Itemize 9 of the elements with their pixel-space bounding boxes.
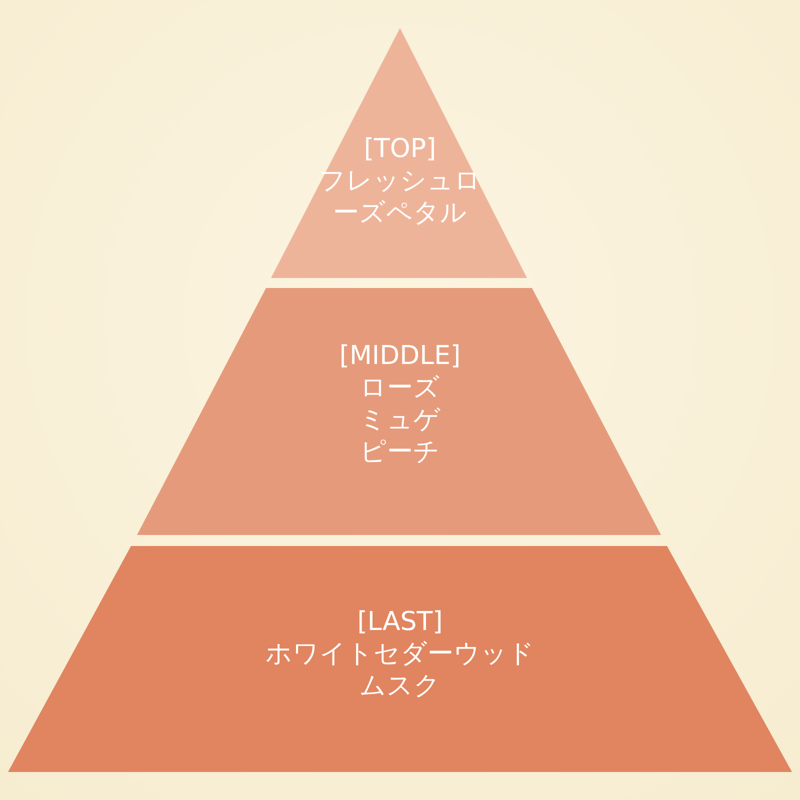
note-text: ホワイトセダーウッド — [266, 638, 534, 670]
note-text: フレッシュローズペタル — [318, 165, 482, 229]
note-text: ローズ — [360, 372, 440, 404]
tier-heading: [MIDDLE] — [339, 340, 461, 372]
note-text: ムスク — [360, 670, 440, 702]
note-text: ミュゲ — [360, 404, 440, 436]
tier-heading: [TOP] — [364, 133, 436, 165]
tier-heading: [LAST] — [357, 606, 443, 638]
note-text: ピーチ — [360, 436, 440, 468]
